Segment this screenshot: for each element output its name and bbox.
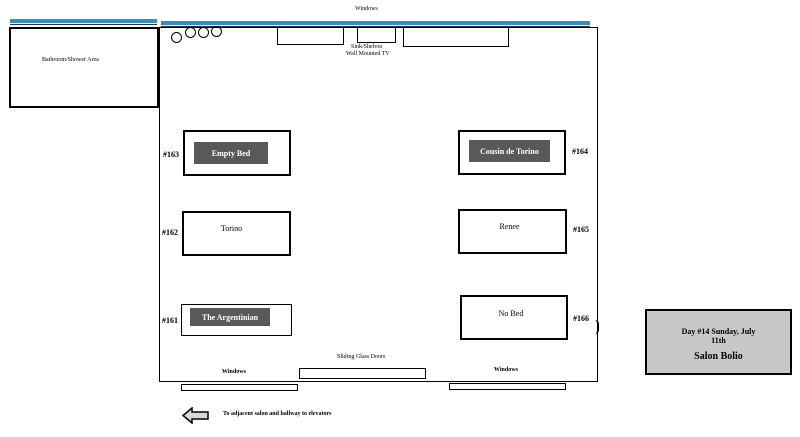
bed-164: Cousin de Torino bbox=[458, 130, 566, 175]
bed-occupant-label: Empty Bed bbox=[194, 142, 268, 164]
main-room bbox=[159, 27, 598, 382]
sink-circle-icon bbox=[185, 27, 196, 38]
door-arc-mark bbox=[595, 320, 599, 334]
sink-circle-icon bbox=[198, 27, 209, 38]
bed-occupant-label: No Bed bbox=[498, 309, 524, 318]
wall-tv-label: Wall Mounted TV bbox=[346, 51, 390, 57]
bed-occupant-label: The Argentinian bbox=[190, 308, 270, 326]
top-fixture-right bbox=[403, 27, 509, 47]
bed-occupant-label: Cousin de Torino bbox=[469, 140, 550, 162]
windows-top-label: Windows bbox=[355, 6, 378, 12]
sink-circle-icon bbox=[171, 32, 182, 43]
window-bar-main bbox=[161, 21, 590, 25]
room-number: #164 bbox=[572, 147, 588, 156]
windows-bottom-right-label: Windows bbox=[494, 367, 518, 373]
exit-note: To adjacent salon and hallway to elevato… bbox=[223, 411, 332, 417]
sliding-doors-label: Sliding Glass Doors bbox=[337, 354, 386, 360]
sink-shelves-label: Sink/Shelves bbox=[351, 44, 383, 50]
window-line-main bbox=[161, 26, 590, 27]
window-bottom-right bbox=[449, 383, 566, 390]
bathroom-area bbox=[9, 27, 159, 108]
sliding-glass-doors bbox=[299, 368, 426, 379]
top-fixture-left bbox=[277, 27, 344, 45]
room-number: #166 bbox=[573, 314, 589, 323]
room-number: #161 bbox=[162, 316, 178, 325]
bed-162: Torino bbox=[182, 211, 291, 256]
room-number: #162 bbox=[162, 228, 178, 237]
bed-occupant-label: Torino bbox=[220, 224, 243, 233]
windows-bottom-left-label: Windows bbox=[222, 369, 246, 375]
bed-occupant-label: Renee bbox=[499, 222, 520, 231]
day-line-1: Day #14 Sunday, July bbox=[681, 327, 756, 336]
window-bottom-left bbox=[181, 384, 298, 391]
room-number: #165 bbox=[573, 225, 589, 234]
top-fixture-center bbox=[357, 27, 396, 43]
day-info-box: Day #14 Sunday, July 11th Salon Bolio bbox=[645, 309, 792, 375]
sink-circle-icon bbox=[211, 26, 222, 37]
bed-166: No Bed bbox=[460, 295, 568, 340]
day-line-2: 11th bbox=[711, 336, 726, 345]
salon-name: Salon Bolio bbox=[694, 351, 743, 362]
room-number: #163 bbox=[163, 150, 179, 159]
window-bar-bathroom bbox=[10, 19, 157, 23]
bed-161: The Argentinian bbox=[181, 304, 292, 336]
left-arrow-icon bbox=[182, 407, 209, 424]
window-line-bathroom bbox=[10, 24, 157, 25]
bed-163: Empty Bed bbox=[183, 130, 291, 176]
bed-165: Renee bbox=[458, 209, 567, 254]
bathroom-label: Bathroom/Shower Area bbox=[42, 57, 99, 63]
